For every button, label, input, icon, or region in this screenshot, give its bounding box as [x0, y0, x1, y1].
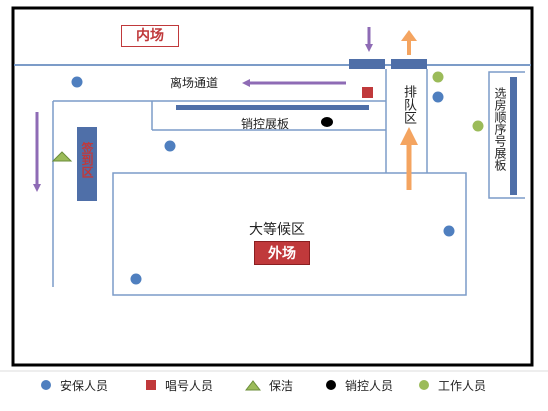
- security-guard-marker: [130, 273, 142, 285]
- legend-item-cleaner: 保洁: [245, 374, 293, 396]
- door-board-left: [349, 59, 385, 69]
- number-caller-marker: [362, 87, 373, 98]
- legend-item-sales-control: 销控人员: [325, 374, 393, 396]
- selection-board: [510, 77, 517, 195]
- legend-label: 销控人员: [345, 378, 394, 393]
- security-guard-marker: [164, 140, 176, 152]
- security-guard-marker: [432, 91, 444, 103]
- security-guard-marker: [443, 225, 455, 237]
- staff-marker: [472, 120, 484, 132]
- legend-label: 工作人员: [438, 378, 487, 393]
- caller-square-icon: [146, 380, 156, 390]
- staff-dot-icon: [419, 380, 429, 390]
- queue-up-arrow-top: [401, 30, 417, 55]
- queue-area-label: 排队区: [401, 85, 416, 124]
- legend-label: 安保人员: [60, 378, 109, 393]
- legend-item-caller: 唱号人员: [145, 374, 213, 396]
- sales-board: [176, 105, 369, 110]
- selection-board-label: 选房顺序号展板: [493, 87, 507, 171]
- legend-label: 保洁: [269, 378, 294, 393]
- legend-item-staff: 工作人员: [418, 374, 486, 396]
- sales-control-dot-icon: [326, 380, 336, 390]
- legend: 安保人员 唱号人员 保洁 销控人员 工作人员: [0, 374, 548, 396]
- security-dot-icon: [41, 380, 51, 390]
- inner-venue-tag: 内场: [121, 25, 179, 47]
- legend-item-security: 安保人员: [40, 374, 108, 396]
- selection-board-frame: [488, 71, 525, 199]
- legend-label: 唱号人员: [165, 378, 214, 393]
- queue-up-arrow-bottom: [400, 127, 418, 190]
- exit-passage-label: 离场通道: [170, 76, 219, 90]
- outer-venue-tag: 外场: [254, 241, 310, 265]
- sales-control-marker: [321, 117, 333, 127]
- door-board-right: [391, 59, 427, 69]
- cleaner-triangle-icon: [245, 380, 261, 391]
- staff-marker: [432, 71, 444, 83]
- sales-board-label: 销控展板: [241, 117, 290, 131]
- outer-frame: [11, 6, 534, 367]
- waiting-area-box: [112, 172, 467, 296]
- sign-in-area-label: 签到区: [80, 142, 94, 178]
- sign-in-board: [77, 127, 97, 201]
- cleaner-marker: [51, 151, 73, 162]
- security-guard-marker: [71, 76, 83, 88]
- waiting-area-label: 大等候区: [249, 222, 305, 238]
